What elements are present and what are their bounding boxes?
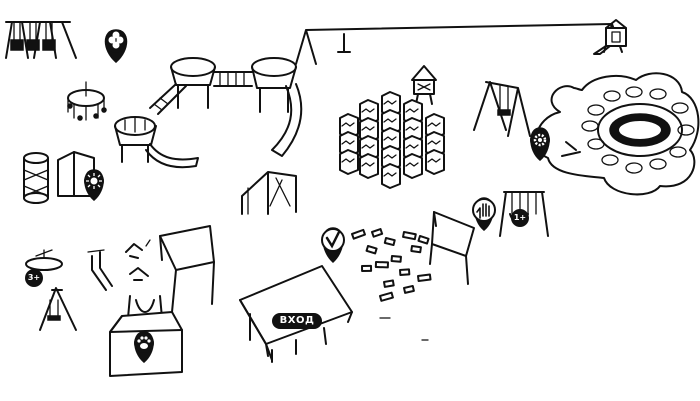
cube-zigzag	[405, 144, 419, 149]
cube-zigzag	[383, 118, 397, 123]
cube-zigzag	[361, 162, 375, 167]
small-slide	[87, 249, 113, 291]
play-tower-complex	[114, 57, 303, 169]
frame-climber	[241, 171, 297, 215]
block	[351, 228, 366, 240]
age-badge-1plus: 1+	[513, 213, 527, 222]
block	[398, 268, 411, 276]
paw-icon	[137, 336, 151, 349]
block	[390, 254, 402, 263]
hand-marker[interactable]	[472, 197, 496, 231]
sun-marker[interactable]	[84, 169, 104, 201]
cube-zigzag	[341, 158, 355, 163]
clover-icon	[108, 31, 124, 49]
toddler-swing-1plus	[499, 191, 549, 237]
block	[383, 237, 396, 247]
block	[371, 228, 384, 238]
block	[417, 273, 432, 282]
block	[403, 284, 415, 294]
shade-canopy-left	[159, 225, 215, 313]
block	[379, 291, 394, 302]
paw-marker[interactable]	[134, 331, 154, 363]
cube-zigzag	[341, 122, 355, 127]
entrance-pavilion	[239, 265, 353, 363]
cylinder-climber	[23, 152, 49, 204]
cube-zigzag	[427, 122, 441, 127]
block	[410, 245, 422, 254]
age-badge-3plus: 3+	[27, 273, 41, 282]
block	[365, 244, 378, 255]
central-play-area	[535, 72, 700, 196]
block	[374, 260, 389, 269]
scattered-blocks	[351, 228, 432, 302]
block	[361, 264, 373, 272]
cube-zigzag	[383, 154, 397, 159]
block	[383, 279, 395, 288]
cube-zigzag	[383, 100, 397, 105]
cube-zigzag	[405, 126, 419, 131]
entrance-label: ВХОД	[279, 315, 315, 326]
shade-canopy-right	[429, 211, 475, 285]
cube-zigzag	[341, 140, 355, 145]
spring-riders	[125, 239, 151, 281]
stilt-house	[411, 65, 437, 105]
cube-zigzag	[405, 162, 419, 167]
cube-zigzag	[427, 140, 441, 145]
seesaw-3plus	[25, 249, 63, 271]
checkmark-icon	[325, 230, 341, 249]
age-badge-3plus-shape	[25, 269, 43, 287]
swing-set-top-left	[5, 21, 77, 59]
block	[417, 235, 430, 245]
checkmark-marker[interactable]	[321, 227, 345, 264]
slide-tower-top-right	[593, 19, 627, 55]
a-frame-swing	[473, 81, 531, 137]
cube-zigzag	[361, 144, 375, 149]
cube-zigzag	[405, 108, 419, 113]
cube-towers	[339, 91, 445, 189]
gear-marker[interactable]	[530, 127, 550, 161]
cube-zigzag	[361, 126, 375, 131]
cube-zigzag	[427, 158, 441, 163]
cube-zigzag	[383, 172, 397, 177]
cube-zigzag	[383, 136, 397, 141]
sun-icon	[86, 173, 102, 189]
zip-line	[295, 23, 623, 65]
ground-marks	[379, 317, 429, 341]
cube-zigzag	[361, 108, 375, 113]
spinner-carousel	[67, 81, 107, 121]
clover-marker[interactable]	[104, 29, 128, 63]
gear-icon	[533, 133, 547, 147]
hand-icon	[476, 203, 490, 219]
block	[402, 231, 417, 241]
a-swing-lower-left	[39, 287, 77, 331]
